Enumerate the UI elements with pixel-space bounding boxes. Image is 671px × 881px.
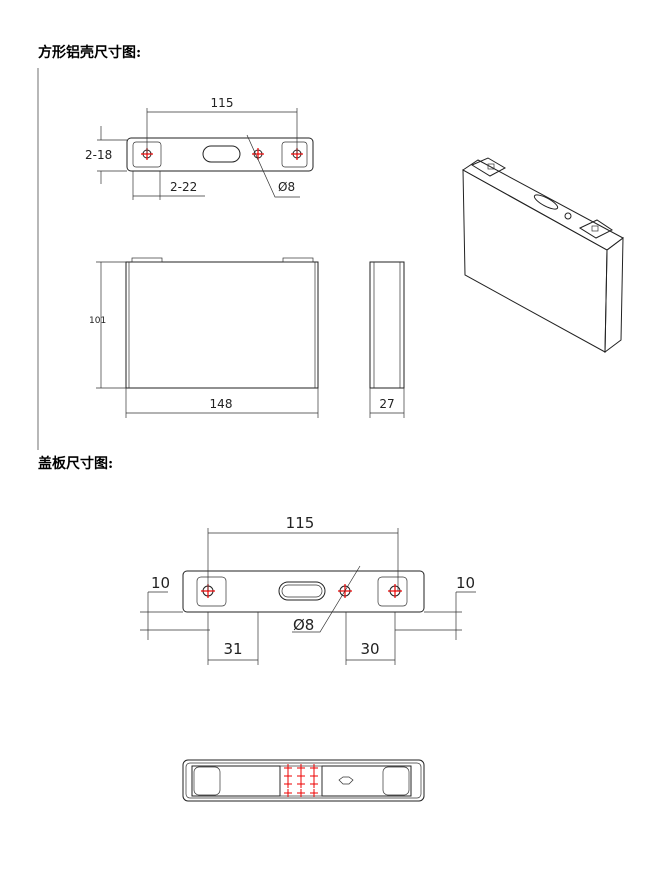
shell-front-view: 101 148 — [89, 257, 319, 418]
cover-hole-dia-label: Ø8 — [293, 616, 314, 634]
shell-height-label: 101 — [89, 316, 106, 326]
shell-hole-dia-label: Ø8 — [278, 180, 295, 194]
cover-left-offset-label: 10 — [151, 574, 170, 592]
cover-left-tab-label: 31 — [223, 640, 242, 658]
cover-pitch-label: 115 — [286, 514, 315, 532]
shell-pitch-label: 115 — [211, 96, 234, 110]
cover-top-view: 115 10 10 31 30 Ø8 — [140, 514, 476, 665]
shell-top-view: 115 2-18 2-22 Ø8 — [85, 96, 314, 200]
cover-bottom-view — [182, 759, 425, 802]
shell-thickness-label: 27 — [379, 397, 394, 411]
shell-tab-width-label: 2-18 — [85, 148, 112, 162]
shell-isometric-view — [462, 157, 624, 354]
shell-heading: 方形铝壳尺寸图: — [38, 45, 142, 61]
shell-tab-length-label: 2-22 — [170, 180, 197, 194]
cover-right-offset-label: 10 — [456, 574, 475, 592]
shell-length-label: 148 — [210, 397, 233, 411]
shell-side-view: 27 — [369, 261, 405, 418]
cover-heading: 盖板尺寸图: — [38, 456, 114, 472]
cover-right-tab-label: 30 — [360, 640, 379, 658]
